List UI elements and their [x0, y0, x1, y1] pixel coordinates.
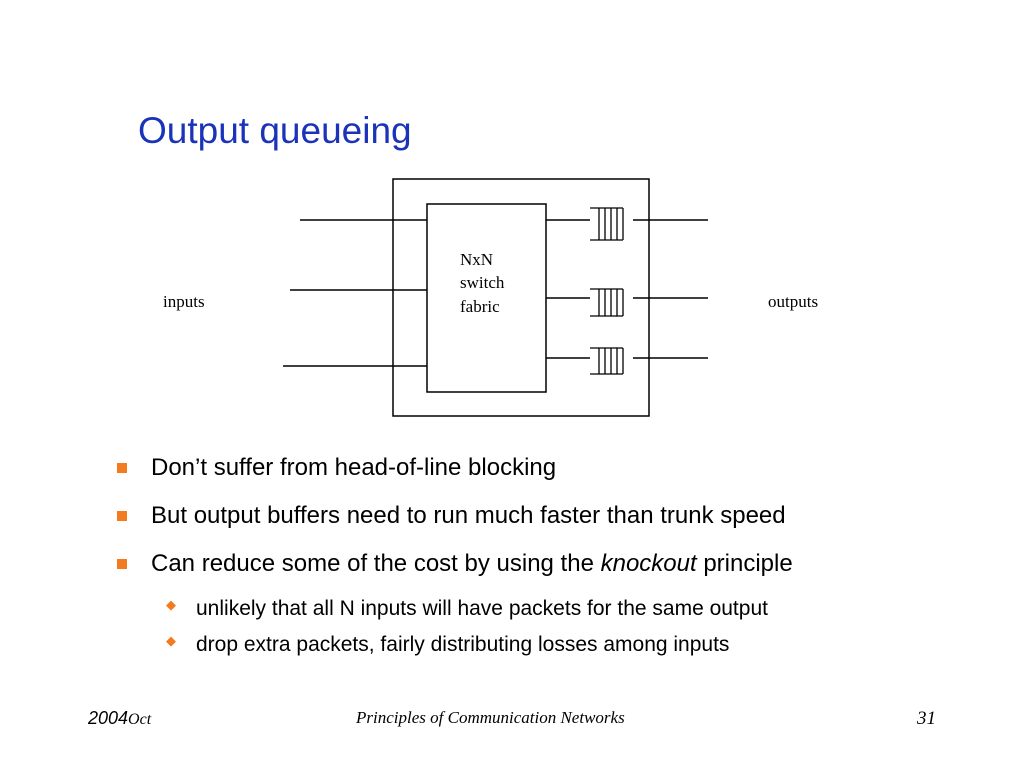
bullet-square-icon	[117, 463, 127, 473]
fabric-label-line-1: NxN	[460, 250, 493, 269]
diamond-bullet-icon: ◆	[166, 598, 176, 613]
output-queue-3	[590, 347, 624, 375]
bullet-text: Don’t suffer from head-of-line blocking	[151, 454, 557, 481]
knockout-term: knockout	[600, 550, 697, 577]
footer-course-title: Principles of Communication Networks	[356, 708, 625, 727]
inputs-label: inputs	[163, 292, 205, 311]
bullet-square-icon	[117, 559, 127, 569]
footer-date: 2004Oct	[88, 708, 151, 729]
footer-month: Oct	[128, 711, 152, 728]
sub-bullet-text: drop extra packets, fairly distributing …	[196, 633, 730, 656]
sub-bullet-text: unlikely that all N inputs will have pac…	[196, 597, 768, 620]
bullet-square-icon	[117, 511, 127, 521]
slide-title: Output queueing	[138, 110, 412, 151]
output-queue-2	[590, 288, 624, 317]
fabric-label-line-3: fabric	[460, 297, 500, 316]
footer-page-number: 31	[917, 708, 936, 729]
bullet-text: Can reduce some of the cost by using the…	[151, 550, 793, 577]
diamond-bullet-icon: ◆	[166, 634, 176, 649]
fabric-label-line-2: switch	[460, 273, 505, 292]
output-queue-1	[590, 207, 624, 241]
footer-year: 2004	[88, 708, 129, 728]
bullet-text: But output buffers need to run much fast…	[151, 502, 786, 529]
outputs-label: outputs	[768, 292, 818, 311]
